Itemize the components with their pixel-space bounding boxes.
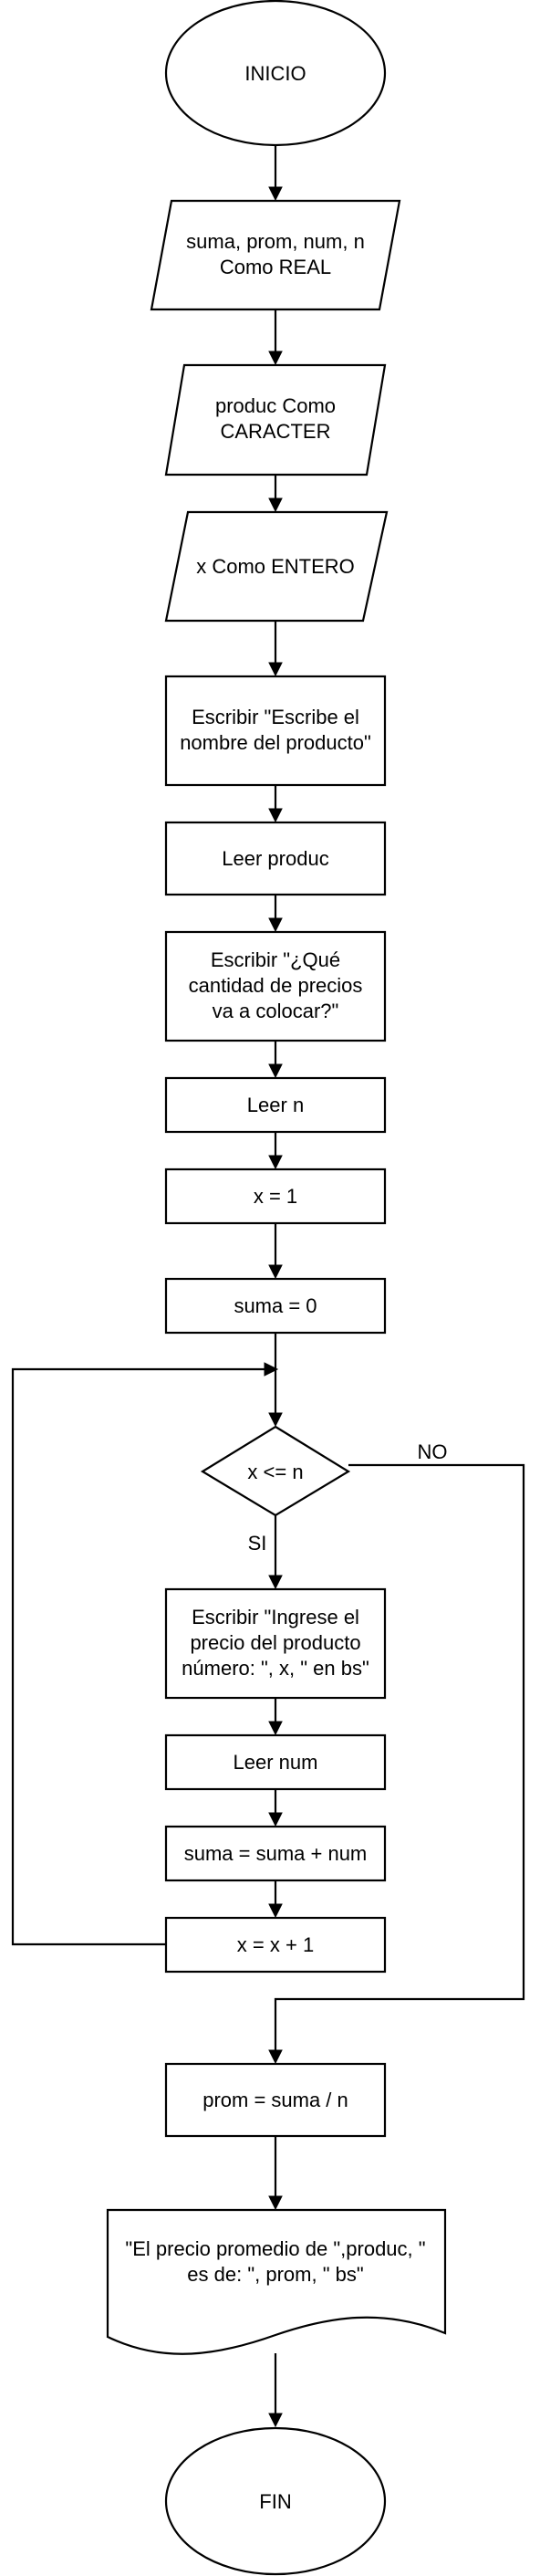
write-count-prompt-line-2: cantidad de precios xyxy=(189,974,363,997)
increment-label: x = x + 1 xyxy=(237,1933,314,1956)
connectors xyxy=(11,145,525,2415)
declare-char-data: produc Como CARACTER xyxy=(164,363,387,476)
init-x-rect xyxy=(164,1168,387,1225)
end-ellipse xyxy=(164,2426,387,2576)
read-n-label: Leer n xyxy=(247,1094,304,1116)
arrowhead xyxy=(268,1903,283,1919)
arrowhead xyxy=(268,497,283,513)
arrowhead xyxy=(268,186,283,202)
declare-int-parallelogram xyxy=(164,510,389,623)
write-count-prompt-line-3: va a colocar?" xyxy=(213,1000,339,1022)
start-label: INICIO xyxy=(244,62,306,85)
arrowhead xyxy=(268,1575,283,1590)
init-sum-label: suma = 0 xyxy=(234,1294,317,1317)
declare-char-line-1: produc Como xyxy=(215,394,336,417)
arrowhead xyxy=(268,1721,283,1736)
read-num-process: Leer num xyxy=(164,1733,387,1791)
end-label: FIN xyxy=(259,2490,291,2513)
edge-loop-back xyxy=(11,1367,266,1946)
end-terminal: FIN xyxy=(164,2426,387,2576)
read-product-label: Leer produc xyxy=(222,847,328,870)
increment-rect xyxy=(164,1916,387,1974)
arrowheads xyxy=(264,186,283,2428)
write-count-prompt-line-1: Escribir "¿Qué xyxy=(211,948,340,971)
arrowhead xyxy=(268,351,283,366)
declare-real-line-1: suma, prom, num, n xyxy=(186,230,365,253)
output-line-2: es de: ", prom, " bs" xyxy=(187,2263,363,2286)
accumulate-rect xyxy=(164,1825,387,1882)
write-price-prompt-line-3: número: ", x, " en bs" xyxy=(182,1657,369,1680)
read-num-rect xyxy=(164,1733,387,1791)
output-document-shape xyxy=(106,2208,447,2355)
average-process: prom = suma / n xyxy=(164,2062,387,2138)
write-product-prompt-line-2: nombre del producto" xyxy=(180,731,371,754)
no-label: NO xyxy=(418,1440,448,1463)
init-x-label: x = 1 xyxy=(254,1185,297,1208)
arrowhead xyxy=(268,917,283,933)
read-num-label: Leer num xyxy=(234,1751,318,1774)
edge-no-branch xyxy=(274,1463,525,2052)
loop-condition-decision: x <= n xyxy=(200,1425,351,1517)
write-price-prompt-process: Escribir "Ingrese el precio del producto… xyxy=(164,1587,387,1700)
write-product-prompt-rect xyxy=(164,675,387,787)
declare-real-line-2: Como REAL xyxy=(220,256,331,278)
read-product-process: Leer produc xyxy=(164,821,387,896)
yes-label: SI xyxy=(248,1532,267,1555)
arrowhead xyxy=(268,1155,283,1170)
start-terminal: INICIO xyxy=(164,0,387,147)
arrowhead xyxy=(268,1264,283,1280)
arrowhead xyxy=(268,808,283,823)
arrowhead xyxy=(268,1812,283,1827)
arrowhead xyxy=(268,1063,283,1079)
read-n-process: Leer n xyxy=(164,1076,387,1134)
average-rect xyxy=(164,2062,387,2138)
condition-diamond xyxy=(200,1425,351,1517)
init-sum-rect xyxy=(164,1277,387,1335)
declare-real-data: suma, prom, num, n Como REAL xyxy=(150,199,401,311)
declare-char-line-2: CARACTER xyxy=(220,420,330,443)
output-document: "El precio promedio de ",produc, " es de… xyxy=(106,2208,447,2355)
declare-real-parallelogram xyxy=(150,199,401,311)
condition-label: x <= n xyxy=(247,1461,303,1483)
read-product-rect xyxy=(164,821,387,896)
arrowhead xyxy=(268,2049,283,2065)
init-x-process: x = 1 xyxy=(164,1168,387,1225)
accumulate-label: suma = suma + num xyxy=(184,1842,368,1865)
write-count-prompt-process: Escribir "¿Qué cantidad de precios va a … xyxy=(164,930,387,1042)
accumulate-process: suma = suma + num xyxy=(164,1825,387,1882)
write-price-prompt-line-1: Escribir "Ingrese el xyxy=(192,1606,359,1628)
start-ellipse xyxy=(164,0,387,147)
write-price-prompt-rect xyxy=(164,1587,387,1700)
write-product-prompt-line-1: Escribir "Escribe el xyxy=(192,706,359,728)
increment-process: x = x + 1 xyxy=(164,1916,387,1974)
output-line-1: "El precio promedio de ",produc, " xyxy=(125,2237,425,2260)
write-count-prompt-rect xyxy=(164,930,387,1042)
declare-char-parallelogram xyxy=(164,363,387,476)
init-sum-process: suma = 0 xyxy=(164,1277,387,1335)
declare-int-label: x Como ENTERO xyxy=(196,555,355,578)
write-price-prompt-line-2: precio del producto xyxy=(190,1631,360,1654)
declare-int-data: x Como ENTERO xyxy=(164,510,389,623)
write-product-prompt-process: Escribir "Escribe el nombre del producto… xyxy=(164,675,387,787)
arrowhead xyxy=(268,662,283,677)
read-n-rect xyxy=(164,1076,387,1134)
arrowhead xyxy=(268,2195,283,2211)
average-label: prom = suma / n xyxy=(202,2089,348,2111)
arrowhead xyxy=(268,2413,283,2428)
arrowhead xyxy=(268,1412,283,1428)
arrowhead-loop xyxy=(264,1362,279,1377)
